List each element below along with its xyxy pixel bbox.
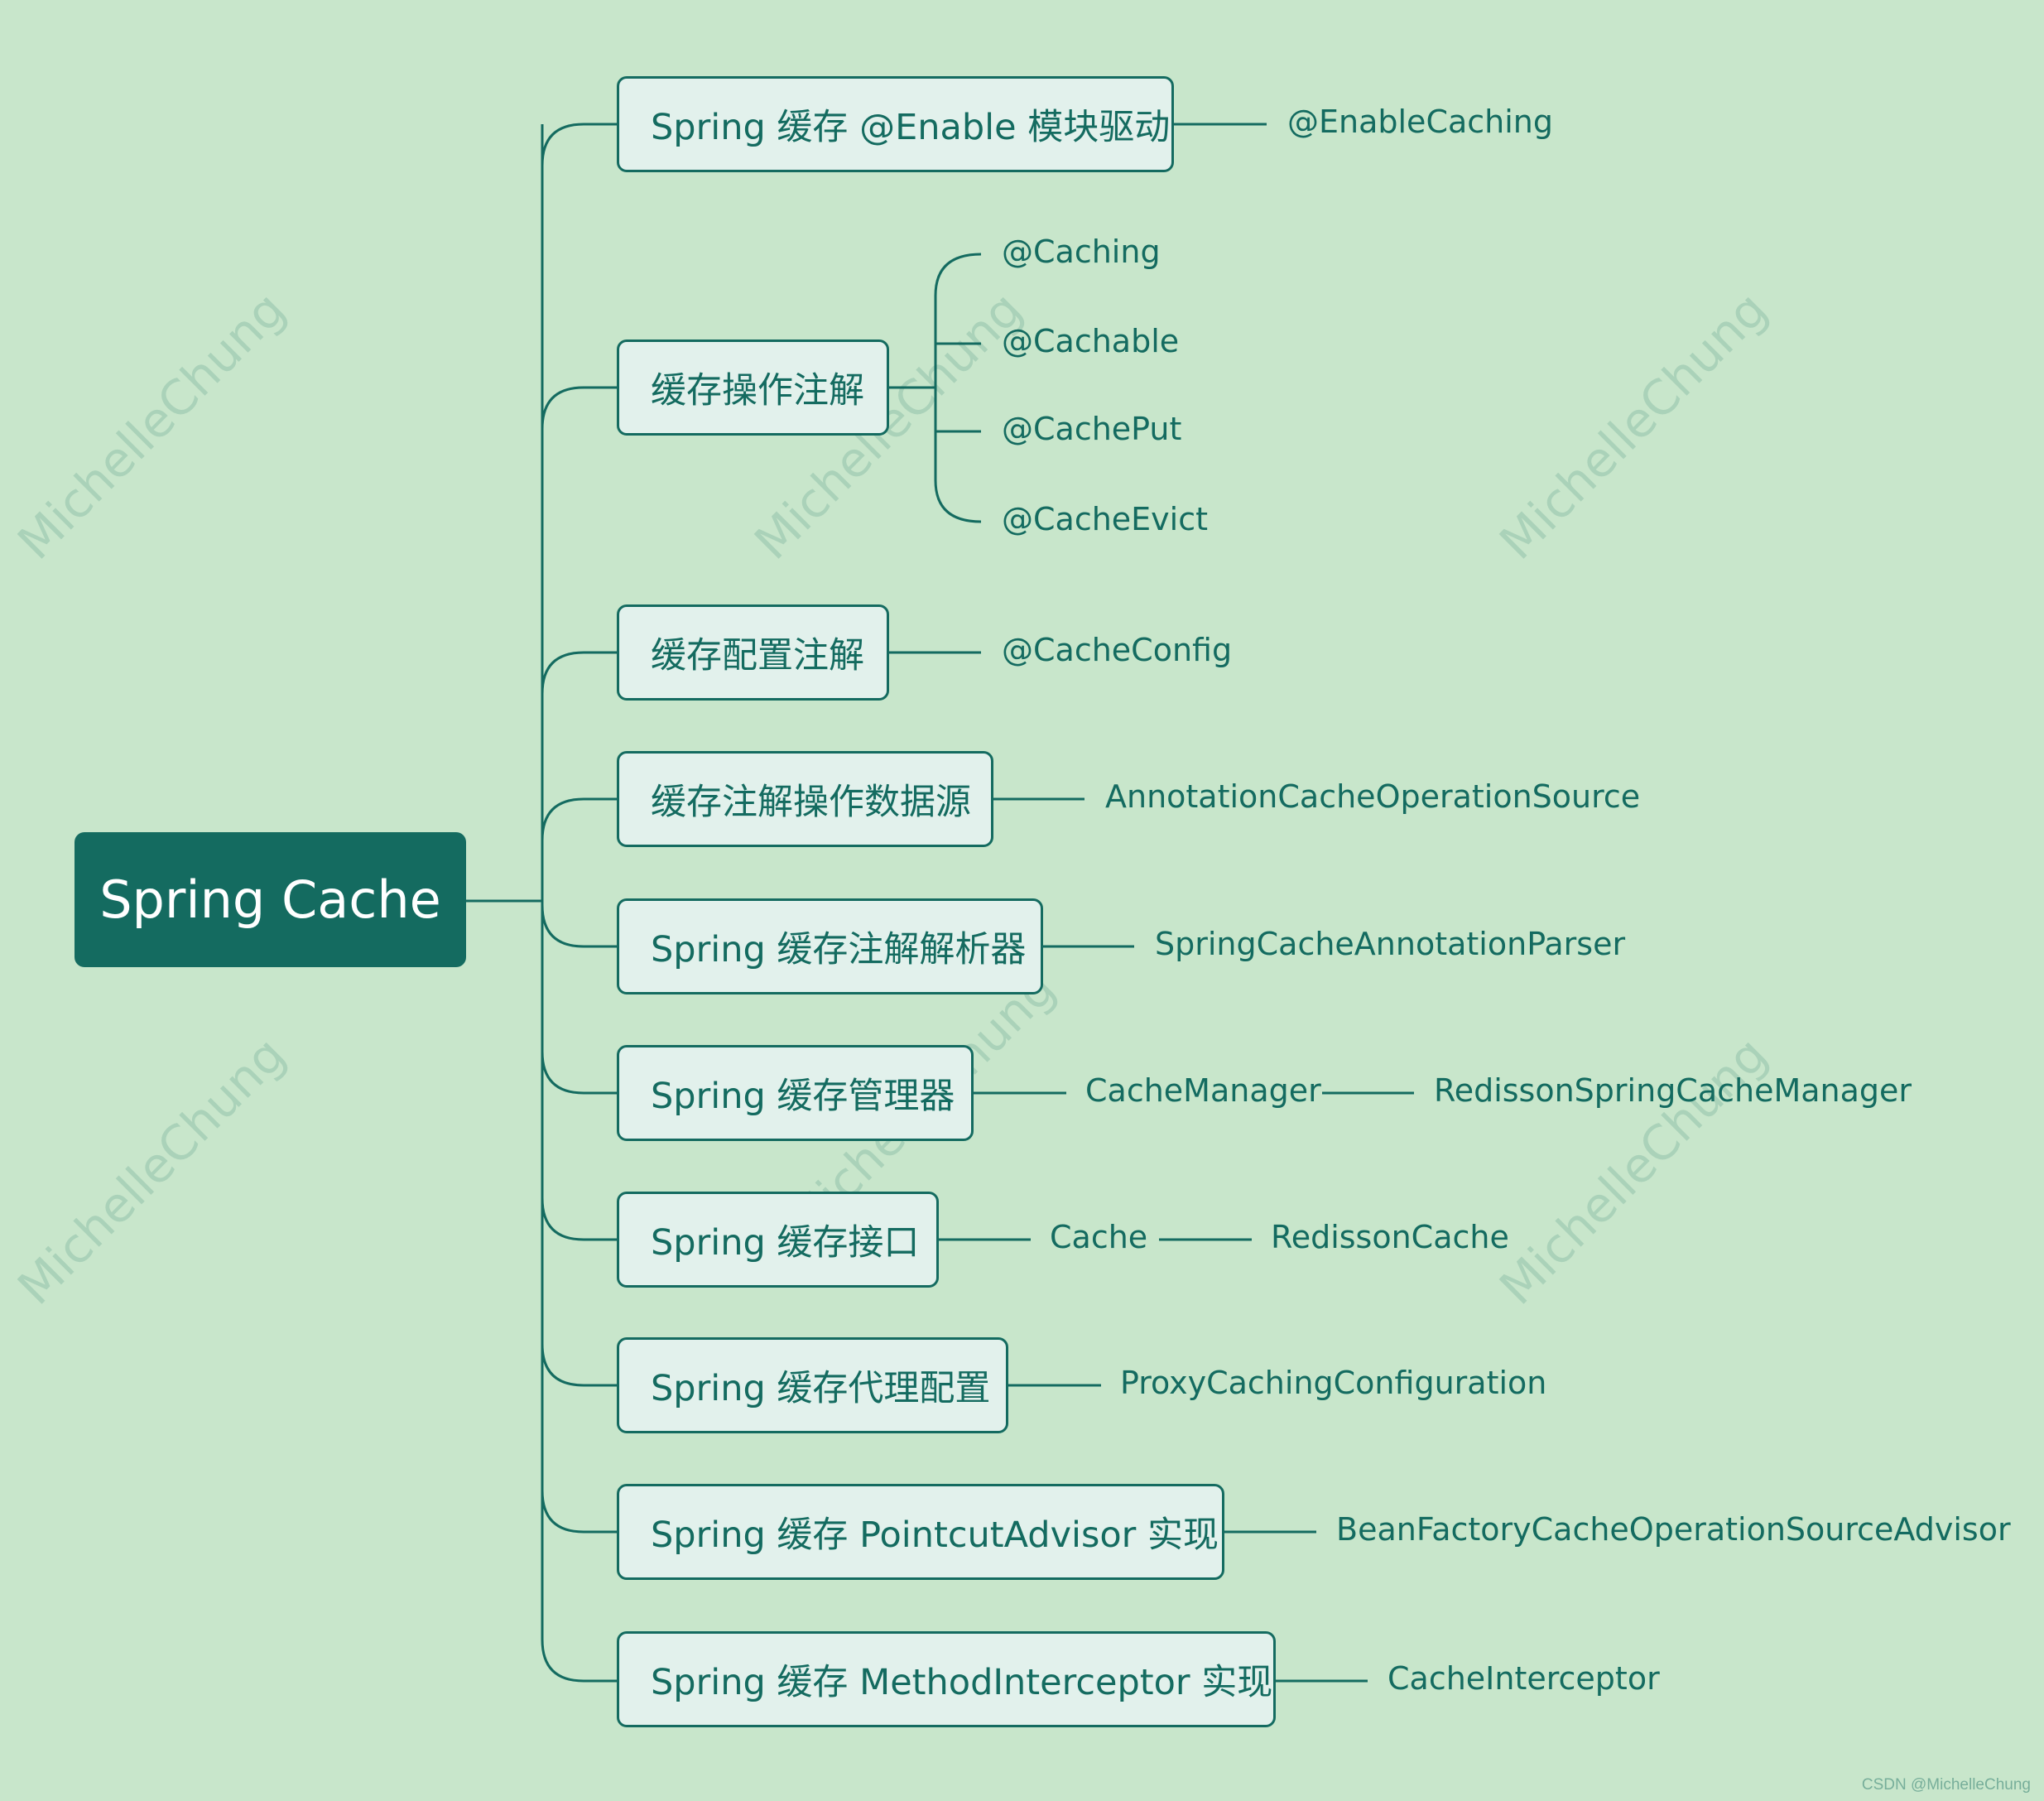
branch-node[interactable]: Spring 缓存管理器 [617,1045,974,1141]
leaf-node[interactable]: RedissonCache [1271,1219,1509,1255]
leaf-node[interactable]: CacheManager [1085,1072,1321,1109]
branch-node[interactable]: Spring 缓存注解解析器 [617,898,1043,994]
leaf-node[interactable]: RedissonSpringCacheManager [1434,1072,1912,1109]
leaf-node[interactable]: SpringCacheAnnotationParser [1155,926,1626,962]
branch-node[interactable]: 缓存注解操作数据源 [617,751,993,847]
branch-node[interactable]: Spring 缓存 MethodInterceptor 实现 [617,1631,1276,1727]
leaf-node[interactable]: AnnotationCacheOperationSource [1105,778,1641,815]
leaf-node[interactable]: @Cachable [1002,323,1180,359]
leaf-node[interactable]: @CacheConfig [1002,632,1233,668]
branch-node[interactable]: Spring 缓存 PointcutAdvisor 实现 [617,1484,1224,1580]
branch-node[interactable]: 缓存配置注解 [617,604,889,701]
leaf-node[interactable]: @EnableCaching [1287,104,1553,140]
leaf-node[interactable]: Cache [1050,1219,1148,1255]
leaf-node[interactable]: CacheInterceptor [1388,1660,1660,1697]
leaf-node[interactable]: BeanFactoryCacheOperationSourceAdvisor [1336,1511,2011,1548]
root-node[interactable]: Spring Cache [75,832,466,967]
leaf-node[interactable]: @Caching [1002,234,1161,270]
leaf-node[interactable]: ProxyCachingConfiguration [1120,1365,1547,1401]
leaf-node[interactable]: @CachePut [1002,411,1182,447]
branch-node[interactable]: Spring 缓存代理配置 [617,1337,1008,1433]
branch-node[interactable]: Spring 缓存接口 [617,1192,939,1288]
branch-node[interactable]: Spring 缓存 @Enable 模块驱动 [617,76,1174,172]
credit-text: CSDN @MichelleChung [1861,1776,2031,1794]
branch-node[interactable]: 缓存操作注解 [617,339,889,436]
leaf-node[interactable]: @CacheEvict [1002,501,1209,537]
